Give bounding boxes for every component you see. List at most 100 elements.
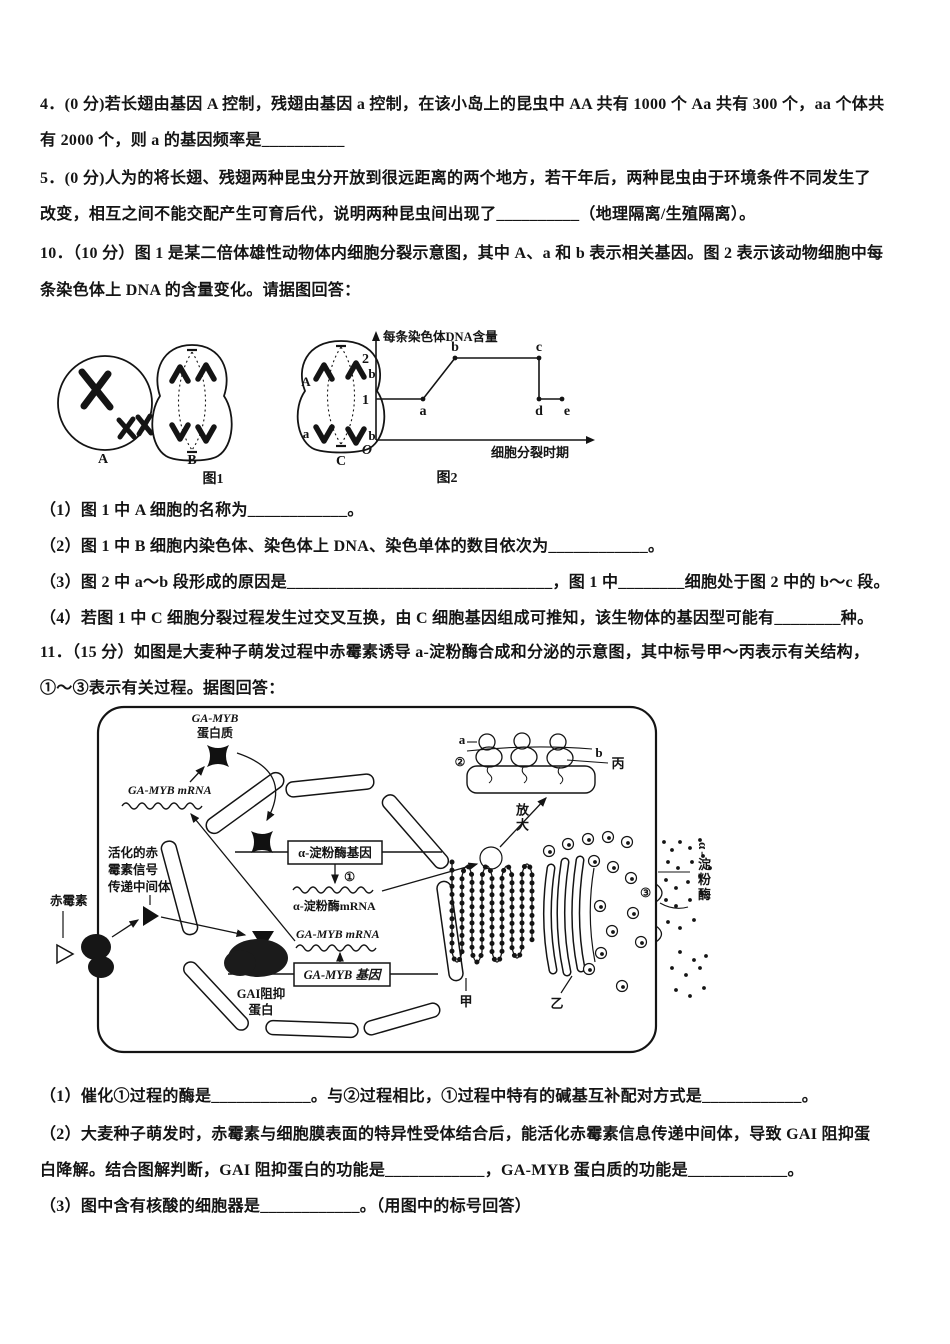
ga-myb-gene-label: GA-MYB 基因 <box>304 968 383 982</box>
gai-label-2: 蛋白 <box>248 1002 273 1017</box>
nascent-peptides <box>486 765 564 785</box>
y-tick-2: 2 <box>362 352 369 367</box>
chart-point-label-b: b <box>451 340 459 355</box>
receptor-activation-arrow <box>111 919 140 938</box>
y-tick-1: 1 <box>362 393 369 408</box>
q10-sub2: （2）图 1 中 B 细胞内染色体、染色体上 DNA、染色单体的数目依次为___… <box>40 538 665 555</box>
spindle <box>327 346 355 445</box>
q10-sub4: （4）若图 1 中 C 细胞分裂过程发生过交叉互换，由 C 细胞基因组成可推知，… <box>40 610 874 627</box>
exocytosis-site <box>655 883 663 903</box>
chromosomes-small <box>116 413 154 440</box>
y-axis-arrow <box>372 331 380 341</box>
q11-sub1: （1）催化①过程的酶是____________。与②过程相比，①过程中特有的碱基… <box>40 1088 819 1105</box>
q10-sub3: （3）图 2 中 a～b 段形成的原因是____________________… <box>40 574 890 591</box>
ga-myb-mrna-cyto-label: GA-MYB mRNA <box>128 783 212 797</box>
er-membrane-inset <box>466 765 596 794</box>
activated-intermediate-label-1: 活化的赤 <box>108 845 159 860</box>
amylase-mrna-label: α-淀粉酶mRNA <box>293 898 376 913</box>
origin-label: O <box>362 443 372 458</box>
q11-sub2-line2: 白降解。结合图解判断，GAI 阻抑蛋白的功能是____________，GA-M… <box>40 1162 804 1179</box>
translation-arrow-cyto <box>189 766 205 783</box>
chart-line <box>376 357 562 400</box>
intermediate-triangle <box>143 906 159 926</box>
mrna-end-label: b <box>595 745 602 760</box>
rough-er: 甲 <box>449 846 535 1009</box>
er-label: 甲 <box>459 994 472 1009</box>
process3-label: ③ <box>640 886 651 900</box>
chart-point-label-c: c <box>536 340 542 355</box>
intermediate-to-gai-arrow <box>160 916 247 938</box>
cell-a-letter: A <box>98 452 109 467</box>
chart-point-label-e: e <box>564 404 570 419</box>
process1-label: ① <box>344 870 355 884</box>
chart-point <box>559 396 565 402</box>
amylase-mrna-wave <box>292 886 374 894</box>
er-ribosome-dots <box>449 859 535 965</box>
y-axis-label: 每条染色体DNA含量 <box>383 329 498 344</box>
cell-B: B <box>151 344 233 468</box>
q4-line2: 有 2000 个，则 a 的基因频率是__________ <box>40 132 345 149</box>
process2-label: ② <box>455 755 466 769</box>
q10-line2: 条染色体上 DNA 的含量变化。请据图回答： <box>40 282 361 299</box>
membrane-receptor <box>81 934 111 960</box>
secreted-enzyme-label: α-淀粉酶 <box>696 842 711 903</box>
q5-line2: 改变，相互之间不能交配产生可育后代，说明两种昆虫间出现了__________（地… <box>40 206 756 223</box>
figure2-caption: 图2 <box>437 470 458 486</box>
q11-line1: 11．（15 分）如图是大麦种子萌发过程中赤霉素诱导 a-淀粉酶合成和分泌的示意… <box>40 644 870 661</box>
cell-C: A b a b C <box>296 340 386 469</box>
protein-into-nucleus-arrow <box>236 752 277 822</box>
amylase-gene-label: α-淀粉酶基因 <box>298 845 372 860</box>
cell-membrane <box>96 705 658 1054</box>
gene-label-b-bottom: b <box>368 428 375 443</box>
figure-1: A B A <box>57 329 595 487</box>
chart-point-label-a: a <box>420 404 427 419</box>
magnify-label: 放大 <box>514 803 529 833</box>
q10-line1: 10．（10 分）图 1 是某二倍体雄性动物体内细胞分裂示意图，其中 A、a 和… <box>40 245 884 262</box>
figure-2-cell-diagram: GA-MYB 蛋白质 GA-MYB mRNA 活化的赤 霉素信号 传递中间体 赤… <box>50 705 712 1054</box>
amylase-gene-region: α-淀粉酶基因 ① α-淀粉酶mRNA <box>235 831 442 913</box>
secreted-enzyme-dots <box>662 838 712 998</box>
chromosomes <box>78 368 114 411</box>
q11-sub2-line1: （2）大麦种子萌发时，赤霉素与细胞膜表面的特异性受体结合后，能活化赤霉素信息传递… <box>40 1126 871 1143</box>
spindle <box>178 351 206 451</box>
ribosome-inset: a ② b 丙 <box>455 732 625 848</box>
golgi: 乙 <box>542 855 596 1011</box>
golgi-label: 乙 <box>550 996 563 1011</box>
activated-intermediate: 活化的赤 霉素信号 传递中间体 <box>107 845 171 926</box>
chart-plot: a b c d e 1 2 <box>362 340 570 419</box>
activated-intermediate-label-3: 传递中间体 <box>107 879 171 894</box>
q10-sub1: （1）图 1 中 A 细胞的名称为____________。 <box>40 502 364 519</box>
ga-myb-mrna-cytoplasm: GA-MYB mRNA <box>121 783 212 810</box>
gene-label-a: a <box>303 426 310 441</box>
secretory-vesicles <box>542 830 648 993</box>
small-subunit-label: a <box>459 732 466 747</box>
chart-point-label-d: d <box>535 404 543 419</box>
q4-line1: 4．(0 分)若长翅由基因 A 控制，残翅由基因 a 控制，在该小岛上的昆虫中 … <box>40 96 885 113</box>
x-axis-arrow <box>586 436 595 444</box>
inset-mrna-line <box>466 746 593 752</box>
gibberellin-signal: 赤霉素 <box>50 893 140 978</box>
mrna-to-er-arrow <box>381 862 479 892</box>
ga-myb-protein-label-2: 蛋白质 <box>197 725 233 740</box>
nuclear-envelope <box>160 771 464 1039</box>
gene-label-A: A <box>301 374 311 389</box>
chart-point <box>536 396 542 402</box>
chromosomes <box>169 362 217 444</box>
chromosomes <box>313 360 367 446</box>
gibberellin-molecule <box>56 943 75 965</box>
gene-label-b-top: b <box>368 366 375 381</box>
activated-intermediate-label-2: 霉素信号 <box>108 862 158 877</box>
dna-content-chart: 每条染色体DNA含量 细胞分裂时期 O a b c d e 1 2 图2 <box>362 329 595 486</box>
mrna-export-arrow <box>190 812 296 942</box>
magnify-arrow <box>499 797 547 848</box>
ga-myb-protein-label-1: GA-MYB <box>192 711 239 725</box>
chart-point <box>420 396 426 402</box>
cell-A: A <box>57 355 154 467</box>
gibberellin-label: 赤霉素 <box>50 893 88 908</box>
x-axis-label: 细胞分裂时期 <box>491 445 569 460</box>
ga-myb-protein-on-gene <box>251 831 273 853</box>
ga-myb-protein: GA-MYB 蛋白质 <box>192 711 239 767</box>
q11-line2: ①～③表示有关过程。据图回答： <box>40 680 285 697</box>
gai-repressor: GAI阻抑 蛋白 <box>224 931 288 1017</box>
